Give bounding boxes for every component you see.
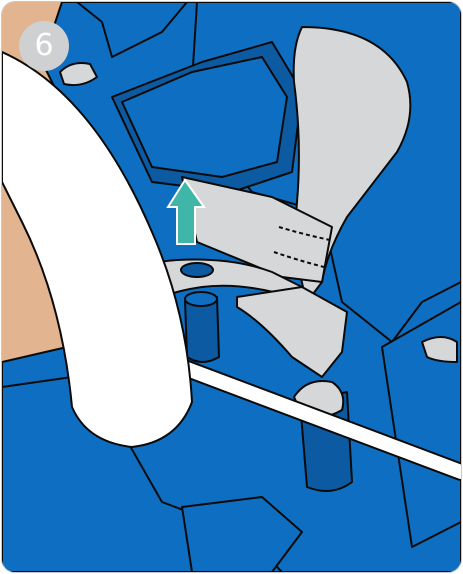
step-number: 6: [34, 31, 53, 61]
step-badge: 6: [19, 21, 69, 71]
latch-hole: [181, 263, 213, 277]
post-top: [185, 292, 217, 306]
